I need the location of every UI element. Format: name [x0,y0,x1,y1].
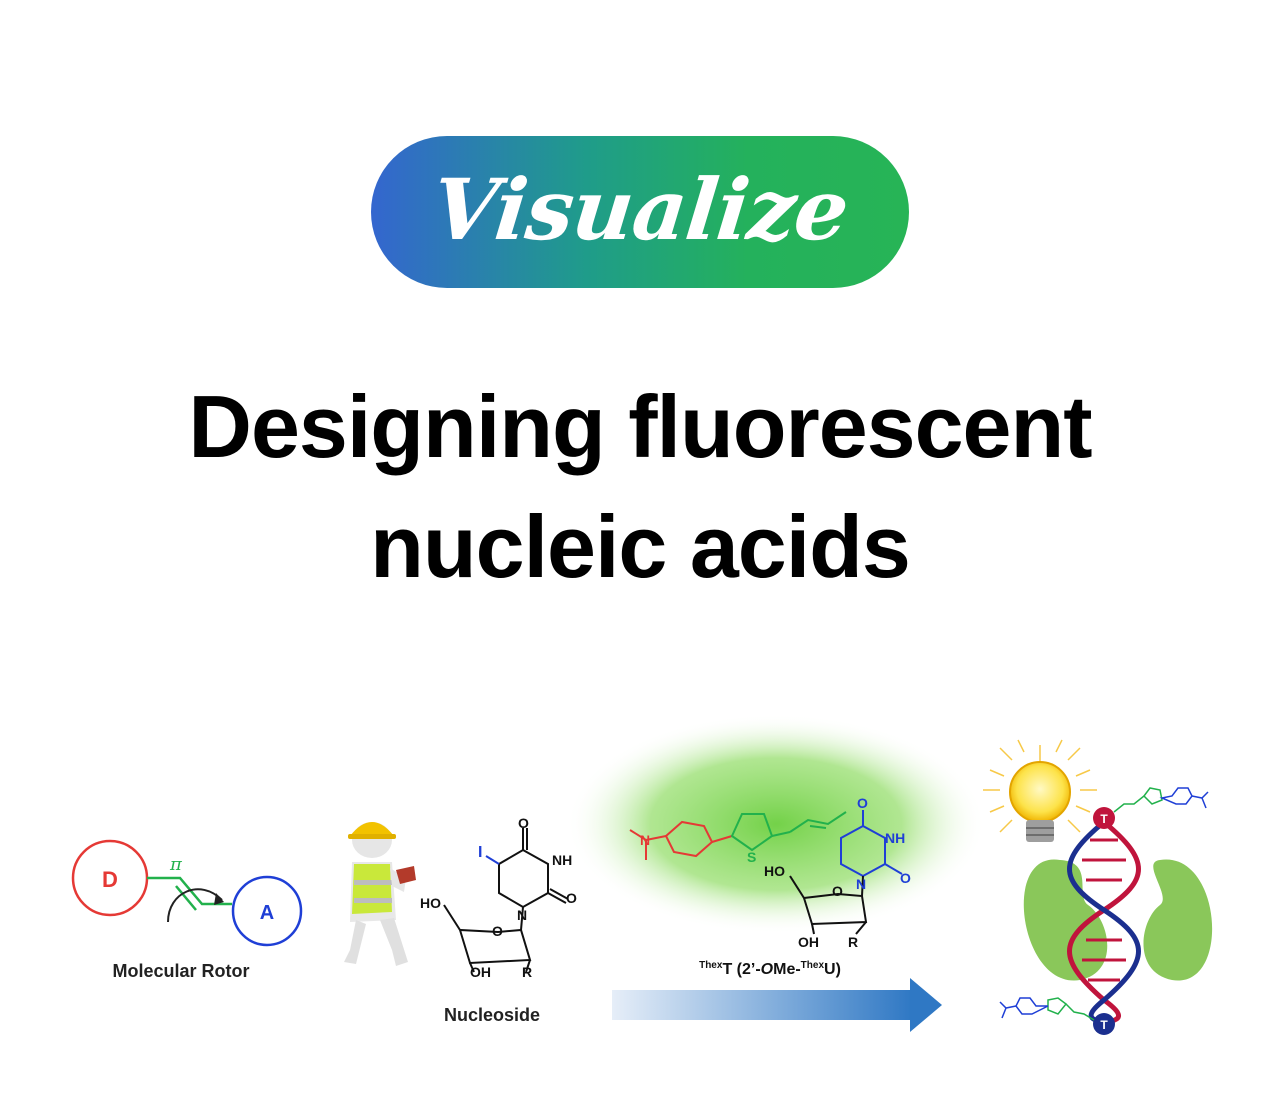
nucleoside-r: R [522,964,532,980]
thext-sulfur: S [747,849,756,865]
thext-o-right: O [900,870,911,886]
dna-helix [1067,820,1141,1025]
nucleoside-n: N [517,907,527,923]
nucleoside-nh: NH [552,852,572,868]
molecular-rotor-diagram: D A π Molecular Rotor [71,839,303,981]
iodo-label: I [478,844,482,861]
thext-r: R [848,934,858,950]
helix-end-top: T [1093,807,1115,829]
nucleoside-ho: HO [420,895,441,911]
protein-lobes [1023,859,1213,981]
thext-caption: ThexT (2’-OMe-ThexU) [699,960,841,978]
nucleoside-o-top: O [518,815,529,831]
nucleoside-o-ring: O [492,923,503,939]
visualize-badge: Visualize [371,136,909,288]
fluorophore-top [1113,787,1209,813]
rotor-caption: Molecular Rotor [112,961,249,981]
helix-end-top-label: T [1100,812,1108,826]
rotation-arrow-icon [167,888,223,923]
helix-end-bottom: T [1093,1013,1115,1035]
fluorophore-bottom [999,997,1095,1021]
fluorescence-glow [566,714,986,934]
headline-line-2: nucleic acids [370,497,911,596]
acceptor-label: A [260,902,274,924]
helix-end-bottom-label: T [1100,1018,1108,1032]
nucleoside-oh: OH [470,964,491,980]
thext-n-dimethyl: N [640,832,650,848]
pi-label: π [169,854,183,875]
light-bulb-icon [983,739,1097,842]
worker-figure-icon [344,822,416,966]
progress-arrow-icon [612,978,942,1032]
headline-line-1: Designing fluorescent [188,377,1092,476]
thext-structure [629,810,903,935]
acceptor-circle [231,875,303,947]
pi-bridge-double [175,885,197,911]
thext-nh: NH [885,830,905,846]
thext-o-top: O [857,795,868,811]
donor-label: D [102,867,118,892]
thext-oh: OH [798,934,819,950]
thext-ho: HO [764,863,785,879]
thext-o-ring: O [832,883,843,899]
nucleoside-o-right: O [566,890,577,906]
nucleoside-caption: Nucleoside [444,1005,540,1025]
nucleoside-structure [443,828,569,973]
thext-n: N [856,876,866,892]
